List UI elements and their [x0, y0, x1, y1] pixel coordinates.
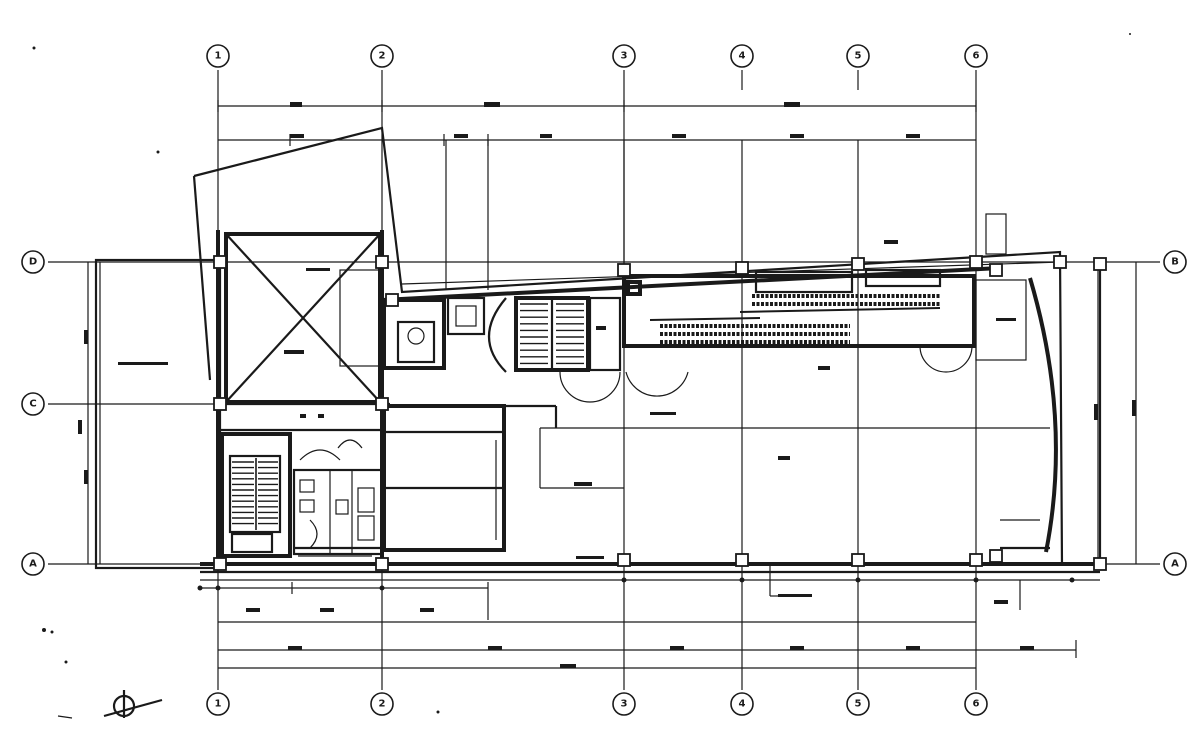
svg-text:3: 3 — [621, 51, 628, 62]
grid-bubble-bottom-4: 4 — [730, 692, 754, 716]
svg-text:A: A — [1171, 559, 1179, 570]
grid-bubble-right-B: B — [1163, 250, 1187, 274]
grid-bubble-bottom-3: 3 — [612, 692, 636, 716]
void-shaft — [224, 232, 382, 404]
svg-text:2: 2 — [379, 699, 386, 710]
grid-bubble-bottom-2: 2 — [370, 692, 394, 716]
svg-text:B: B — [1171, 257, 1179, 268]
grid-bubble-top-2: 2 — [370, 44, 394, 68]
svg-text:6: 6 — [973, 51, 980, 62]
svg-text:6: 6 — [973, 699, 980, 710]
svg-text:3: 3 — [621, 699, 628, 710]
grid-bubble-top-6: 6 — [964, 44, 988, 68]
corridor-rooms — [382, 296, 1050, 552]
grid-lines — [48, 70, 1160, 690]
grid-bubble-bottom-1: 1 — [206, 692, 230, 716]
svg-text:5: 5 — [855, 51, 862, 62]
svg-text:C: C — [29, 399, 36, 410]
dimension-lines — [78, 100, 1137, 669]
stair-core-central — [514, 296, 689, 403]
grid-bubble-right-A: A — [1163, 552, 1187, 576]
svg-text:4: 4 — [739, 51, 746, 62]
scan-specks — [32, 33, 1131, 714]
grid-bubble-top-3: 3 — [612, 44, 636, 68]
svg-text:D: D — [29, 257, 37, 268]
room-labels — [118, 318, 1016, 597]
grid-bubble-bottom-6: 6 — [964, 692, 988, 716]
escalator-bank — [622, 213, 1027, 373]
svg-text:1: 1 — [215, 51, 222, 62]
svg-text:2: 2 — [379, 51, 386, 62]
grid-bubble-left-C: C — [21, 392, 45, 416]
svg-text:1: 1 — [215, 699, 222, 710]
grid-bubble-left-D: D — [21, 250, 45, 274]
grid-bubble-bottom-5: 5 — [846, 692, 870, 716]
svg-text:4: 4 — [739, 699, 746, 710]
grid-bubble-top-1: 1 — [206, 44, 230, 68]
svg-text:5: 5 — [855, 699, 862, 710]
north-arrow-icon — [57, 690, 163, 719]
grid-bubble-left-A: A — [21, 552, 45, 576]
columns — [197, 255, 1107, 591]
stair-core-west — [220, 414, 384, 558]
svg-text:A: A — [29, 559, 37, 570]
grid-bubble-top-4: 4 — [730, 44, 754, 68]
grid-bubble-top-5: 5 — [846, 44, 870, 68]
